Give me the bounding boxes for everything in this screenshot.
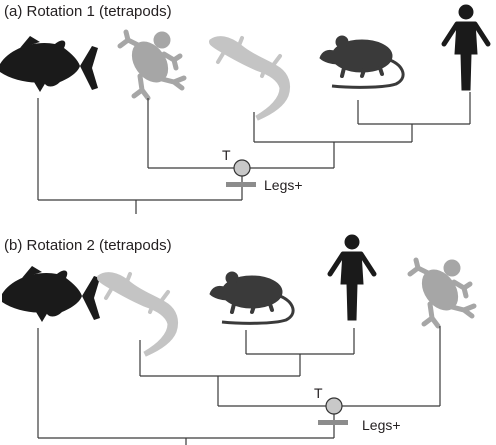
human-icon [444,5,488,90]
tetrapod-node-a [233,159,251,177]
frog-icon [120,32,184,98]
legs-trait-marker-b [318,420,348,425]
human-icon [330,235,374,320]
panel-b-title: (b) Rotation 2 (tetrapods) [4,237,172,254]
node-label-b: T [314,385,323,401]
fish-icon [0,36,98,92]
tetrapod-node-b [325,397,343,415]
fish-icon [2,266,100,322]
trait-label-a: Legs+ [264,177,303,193]
tree-b [37,326,441,445]
panel-b: (b) Rotation 2 (tetrapods) T Legs+ [2,235,474,445]
panel-a-title: (a) Rotation 1 (tetrapods) [4,3,172,20]
frog-icon [410,260,474,326]
lizard-icon [95,270,180,358]
legs-trait-marker-a [226,182,256,187]
panel-a: (a) Rotation 1 (tetrapods) T Legs+ [0,3,488,214]
trait-label-b: Legs+ [362,417,401,433]
lizard-icon [207,34,292,122]
node-label-a: T [222,147,231,163]
tree-a [37,92,471,214]
mouse-icon [208,270,296,326]
mouse-icon [318,34,406,90]
